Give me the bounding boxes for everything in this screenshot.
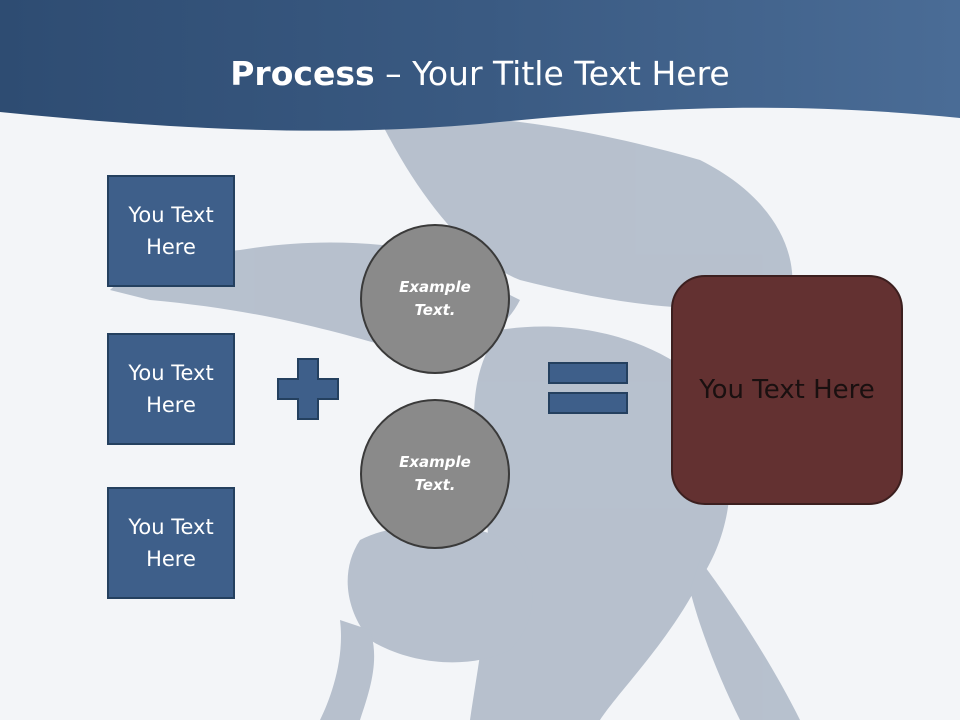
input-box-label: You Text Here	[128, 361, 214, 417]
title-rest-part: – Your Title Text Here	[374, 54, 730, 93]
input-box-1[interactable]: You Text Here	[107, 175, 235, 287]
title-bold-part: Process	[230, 54, 375, 93]
slide-title: Process – Your Title Text Here	[0, 52, 960, 96]
input-box-2[interactable]: You Text Here	[107, 333, 235, 445]
equals-icon	[548, 362, 628, 414]
result-box[interactable]: You Text Here	[671, 275, 903, 505]
input-box-label: You Text Here	[128, 515, 214, 571]
header-band	[0, 0, 960, 131]
circle-label: Example Text.	[399, 453, 471, 494]
input-box-3[interactable]: You Text Here	[107, 487, 235, 599]
result-label: You Text Here	[699, 375, 875, 405]
example-circle-2[interactable]: Example Text.	[360, 399, 510, 549]
example-circle-1[interactable]: Example Text.	[360, 224, 510, 374]
plus-icon	[277, 358, 339, 420]
input-box-label: You Text Here	[128, 203, 214, 259]
circle-label: Example Text.	[399, 278, 471, 319]
